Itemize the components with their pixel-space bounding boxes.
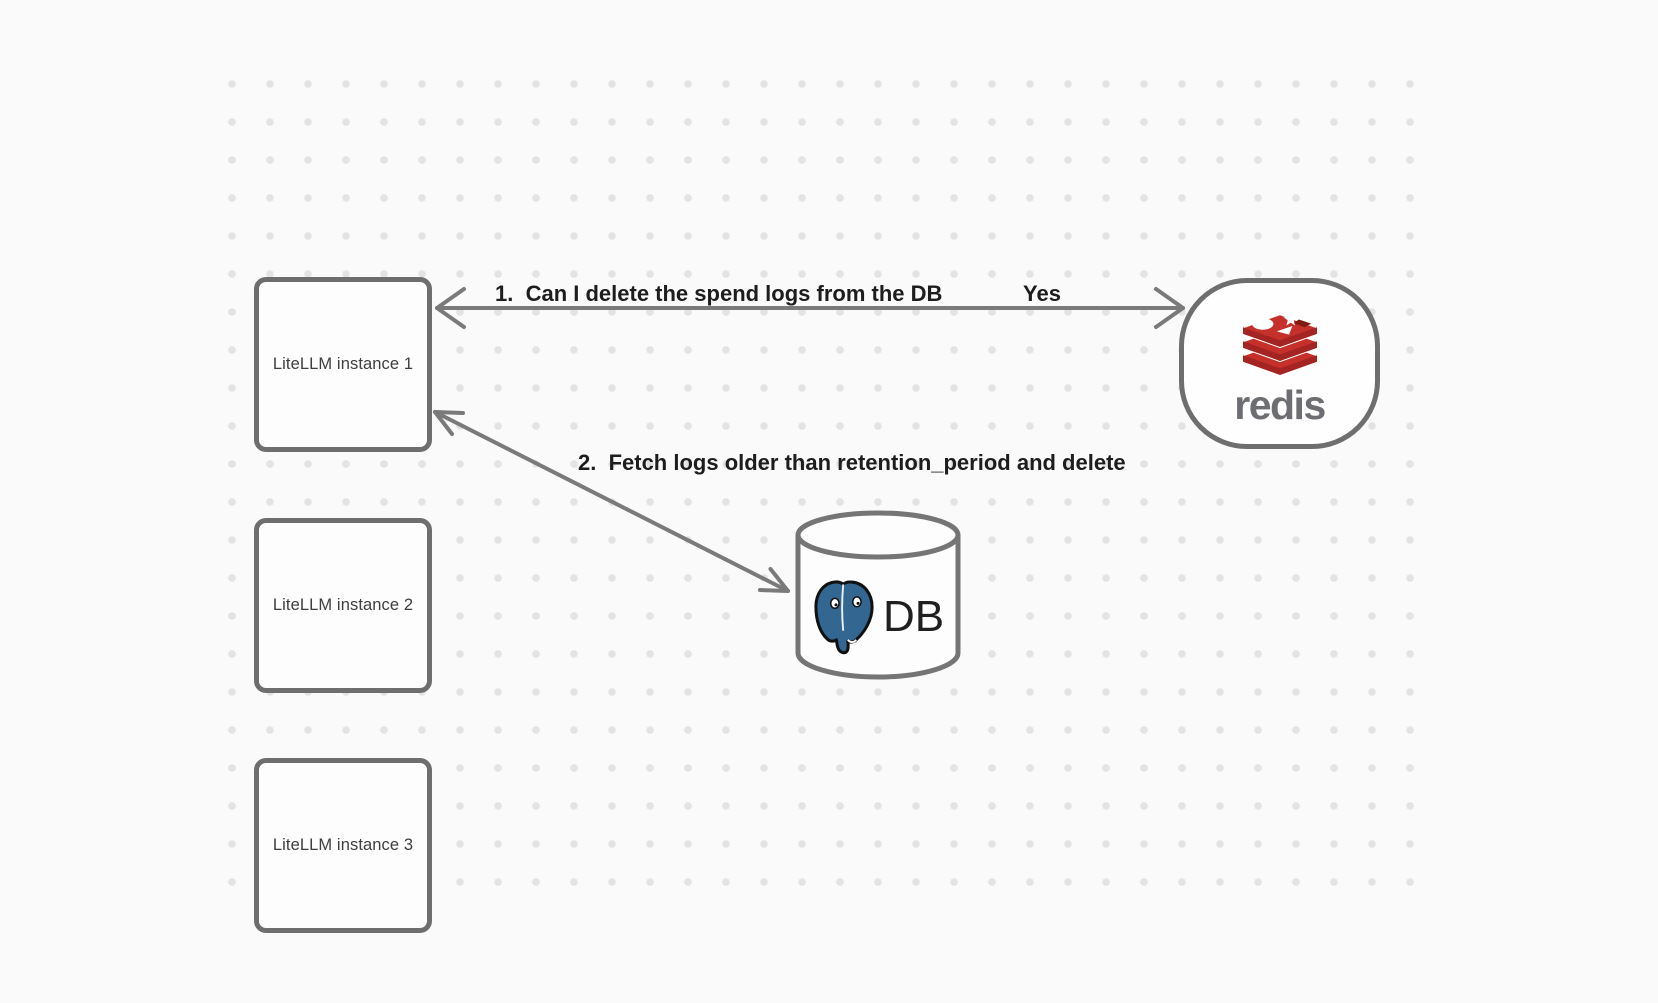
litellm-instance-1-node: LiteLLM instance 1 bbox=[254, 277, 432, 452]
arrow-1-response-label: Yes bbox=[1023, 281, 1061, 306]
arrow-2-label: 2. Fetch logs older than retention_perio… bbox=[578, 450, 1126, 475]
node-label: LiteLLM instance 2 bbox=[272, 596, 414, 614]
litellm-instance-3-node: LiteLLM instance 3 bbox=[254, 758, 432, 933]
db-label: DB bbox=[883, 592, 945, 641]
db-node-content: DB bbox=[806, 576, 944, 658]
redis-node: redis bbox=[1179, 278, 1380, 449]
arrow-1-label: 1. Can I delete the spend logs from the … bbox=[495, 281, 943, 306]
postgresql-elephant-icon bbox=[814, 580, 874, 655]
redis-wordmark: redis bbox=[1234, 381, 1326, 428]
node-label: LiteLLM instance 3 bbox=[272, 836, 414, 854]
redis-stack-icon bbox=[1241, 311, 1318, 376]
litellm-instance-2-node: LiteLLM instance 2 bbox=[254, 518, 432, 693]
node-label: LiteLLM instance 1 bbox=[272, 355, 414, 373]
